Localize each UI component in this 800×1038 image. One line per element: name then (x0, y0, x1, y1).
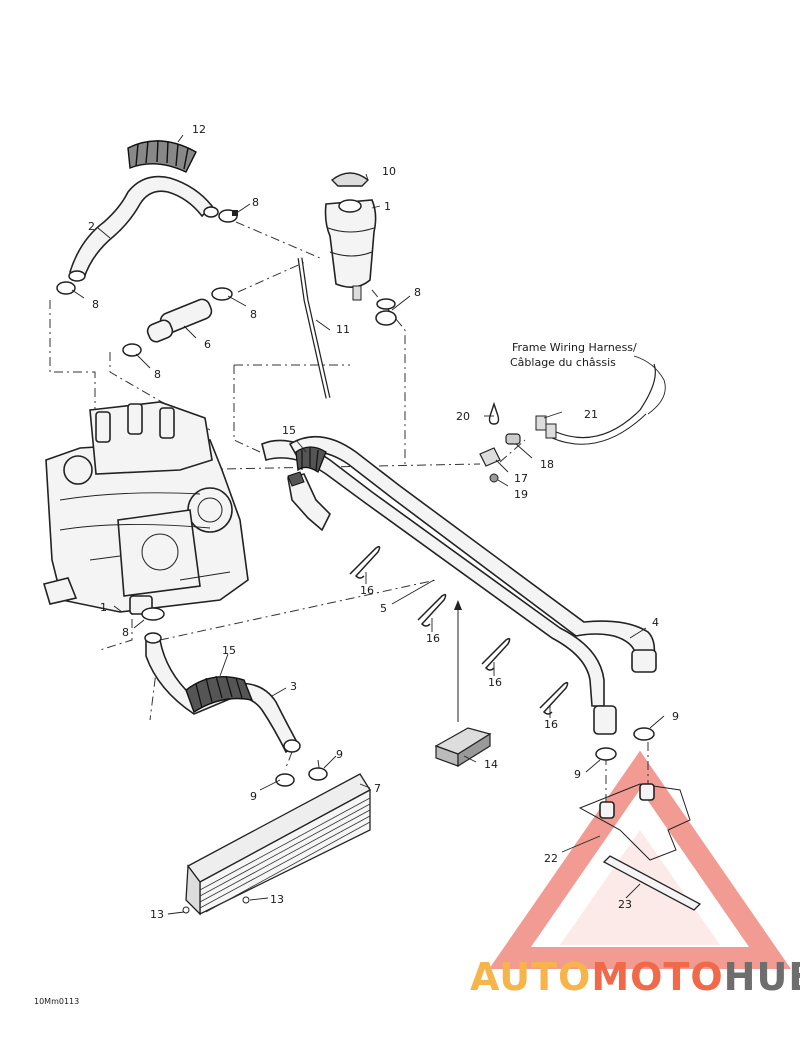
callout-15-a: 15 (282, 424, 296, 437)
callout-1: 1 (384, 200, 391, 213)
callout-9-c: 9 (574, 768, 581, 781)
callout-9-d: 9 (250, 790, 257, 803)
callout-10: 10 (382, 165, 396, 178)
callout-7: 7 (374, 782, 381, 795)
callout-6: 6 (204, 338, 211, 351)
callout-9-a: 9 (672, 710, 679, 723)
grommets-9 (275, 727, 655, 787)
coolant-reservoir-1 (324, 172, 377, 301)
callout-11: 11 (336, 323, 350, 336)
callout-13-a: 13 (270, 893, 284, 906)
callout-8-b: 8 (92, 298, 99, 311)
hose-3 (144, 632, 301, 754)
harness-label-fr: Câblage du châssis (510, 356, 616, 369)
callout-13-b: 13 (150, 908, 164, 921)
hose-15-upper (287, 446, 331, 532)
callout-5: 5 (380, 602, 387, 615)
hose-12-corrugated (127, 139, 197, 173)
bracket-22 (578, 783, 691, 861)
callout-8-a: 8 (252, 196, 259, 209)
callout-16-d: 16 (544, 718, 558, 731)
heat-exchanger-7 (182, 773, 371, 916)
watermark-moto: MOTO (591, 955, 723, 999)
vent-hose-11 (297, 257, 331, 399)
callout-8-c: 8 (250, 308, 257, 321)
drawing-code: 10Mm0113 (34, 997, 79, 1006)
callout-1-b: 1 (100, 601, 107, 614)
callout-14: 14 (484, 758, 498, 771)
callout-19: 19 (514, 488, 528, 501)
callouts: 12 10 1 2 8 8 8 8 8 6 11 Frame Wiring Ha… (34, 123, 679, 1006)
leader-lines (71, 134, 666, 915)
callout-17: 17 (514, 472, 528, 485)
callout-3: 3 (290, 680, 297, 693)
callout-8-e: 8 (154, 368, 161, 381)
callout-2: 2 (88, 220, 95, 233)
watermark-hub: HUB (724, 955, 800, 999)
clamps-8-upper (56, 206, 238, 357)
foam-block-14 (434, 727, 492, 768)
callout-22: 22 (544, 852, 558, 865)
clamp-8-reservoir (375, 298, 397, 326)
callout-12: 12 (192, 123, 206, 136)
callout-16-b: 16 (426, 632, 440, 645)
coolant-pipe-5 (261, 439, 617, 735)
harness-label-en: Frame Wiring Harness/ (512, 341, 637, 354)
temperature-sensor-parts (479, 363, 656, 483)
callout-21: 21 (584, 408, 598, 421)
callout-15-b: 15 (222, 644, 236, 657)
coolant-pipe-4 (288, 435, 657, 673)
callout-8-f: 8 (122, 626, 129, 639)
watermark-logo-triangle (489, 750, 791, 969)
callout-8-d: 8 (414, 286, 421, 299)
callout-20: 20 (456, 410, 470, 423)
callout-9-b: 9 (336, 748, 343, 761)
callout-4: 4 (652, 616, 659, 629)
watermark-auto: AUTO (470, 955, 591, 999)
callout-18: 18 (540, 458, 554, 471)
svg-text:AUTOMOTOHUB: AUTOMOTOHUB (470, 955, 800, 999)
watermark-logo: AUTOMOTOHUB (470, 955, 800, 999)
engine-assembly (42, 401, 249, 621)
hose-6 (146, 298, 213, 343)
callout-23: 23 (618, 898, 632, 911)
callout-16-a: 16 (360, 584, 374, 597)
hose-2 (68, 175, 214, 282)
rod-23 (602, 855, 702, 911)
callout-16-c: 16 (488, 676, 502, 689)
cable-ties-16 (349, 545, 569, 715)
arrow-to-pipe (454, 600, 462, 722)
